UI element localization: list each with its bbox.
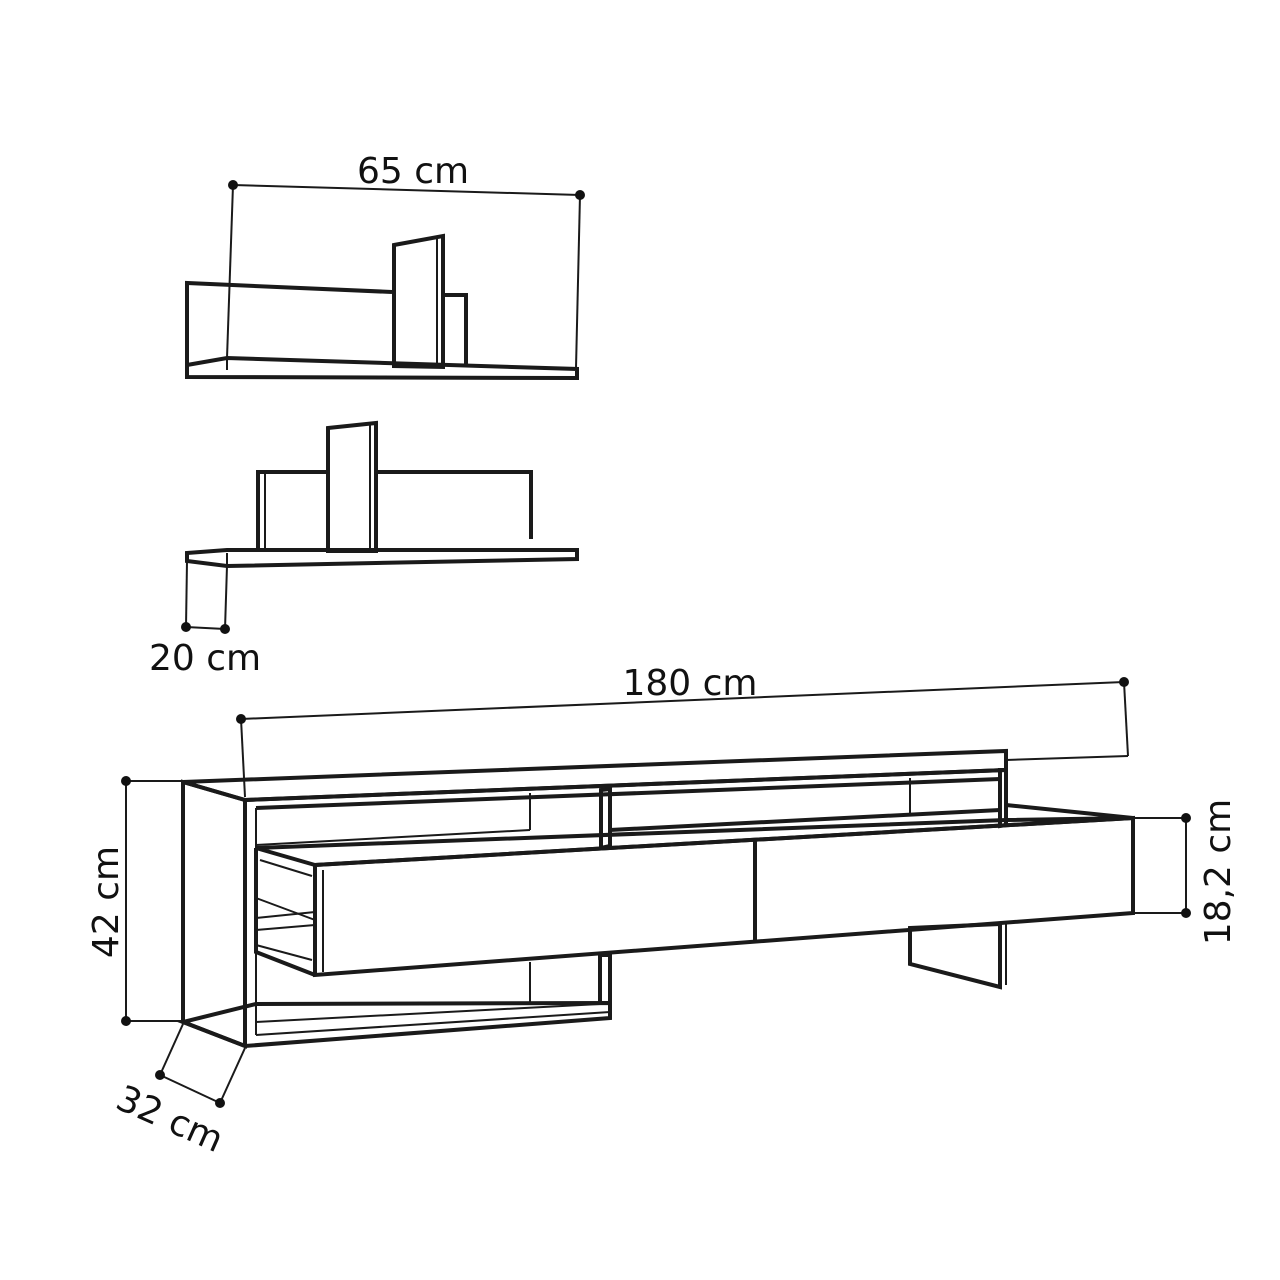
tv-unit-divider-middle [599,786,612,851]
dim-point [575,190,585,200]
shelf-bottom-board [185,548,579,569]
label-drawer-height: 18,2 cm [1198,799,1239,945]
tv-unit-right-leg [908,921,1002,990]
dim-point [1181,908,1191,918]
dim-point [121,1016,131,1026]
dimension-lines [121,180,1191,1108]
dim-point [236,714,246,724]
label-shelf-depth: 20 cm [149,638,261,679]
dim-point [228,180,238,190]
dim-point [215,1098,225,1108]
dim-point [1119,677,1129,687]
dim-point [181,622,191,632]
dim-point [121,776,131,786]
tv-unit-bottom-board [176,1000,612,1049]
wall-shelf-bottom [185,420,579,569]
label-unit-depth: 32 cm [110,1078,229,1161]
shelf-top-back-right [443,293,468,365]
shelf-top-divider [392,233,445,370]
shelf-bottom-back-left [256,470,328,551]
label-shelf-width: 65 cm [357,151,469,192]
label-unit-height: 42 cm [86,846,127,958]
tv-unit [176,748,1135,1049]
shelf-bottom-divider [326,420,378,553]
wall-shelf-top [185,233,579,381]
shelf-top-board [185,355,579,381]
shelf-top-back-left [185,280,393,377]
dim-point [220,624,230,634]
dim-point [1181,813,1191,823]
dim-point [155,1070,165,1080]
tv-unit-left-side [181,779,247,1049]
label-unit-width: 180 cm [622,663,757,704]
shelf-bottom-back-right [376,470,533,539]
